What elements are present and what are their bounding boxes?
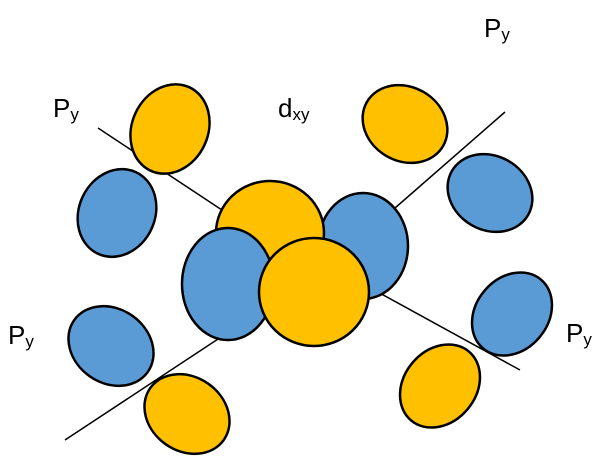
p-orbital-top-left-lower-lobe: [76, 167, 158, 259]
p-orbital-top-right-upper-lobe: [361, 83, 449, 165]
d-orbital-bottom-lobe: [257, 236, 371, 348]
label-py-top-left: Py: [53, 93, 79, 124]
p-orbital-bottom-right-lower-lobe: [398, 343, 482, 429]
label-dxy: dxy: [278, 93, 310, 124]
label-py-bottom-right: Py: [566, 318, 592, 349]
label-py-bottom-left: Py: [8, 320, 34, 351]
axis-line-bottom-right: [364, 284, 521, 371]
p-orbital-bottom-left-upper-lobe: [67, 304, 155, 388]
axis-line-top-right: [394, 111, 506, 209]
p-orbital-bottom-left-lower-lobe: [143, 372, 231, 456]
p-orbital-bottom-right-upper-lobe: [470, 271, 554, 357]
p-orbital-top-right-lower-lobe: [446, 152, 534, 234]
p-orbital-top-left-upper-lobe: [129, 83, 211, 175]
label-py-top-right: Py: [484, 13, 510, 44]
